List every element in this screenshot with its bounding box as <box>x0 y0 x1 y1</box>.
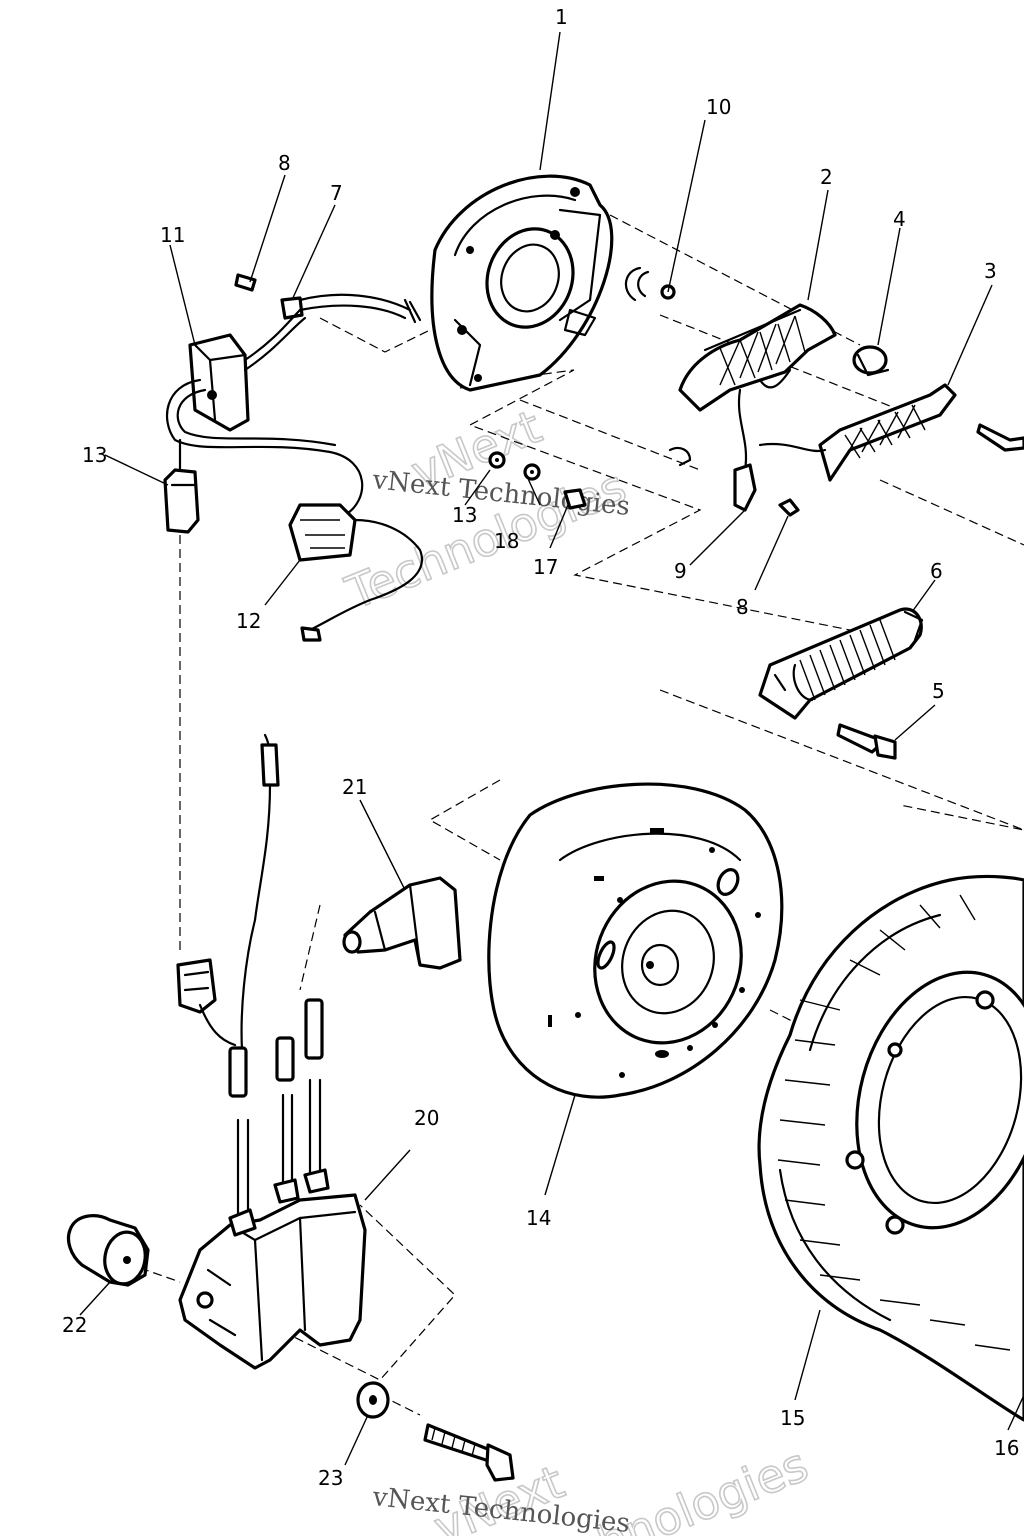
callout-10: 10 <box>706 95 731 119</box>
callout-6: 6 <box>930 559 943 583</box>
assembly-guide-lines <box>139 214 1024 1416</box>
callout-11: 11 <box>160 223 185 247</box>
part-16-leader <box>1007 1394 1024 1431</box>
callout-9: 9 <box>674 559 687 583</box>
leader-lines <box>464 31 993 613</box>
ignition-coil <box>178 1149 411 1370</box>
stator-base-plate <box>430 174 614 392</box>
callout-17: 17 <box>533 555 558 579</box>
callout-12: 12 <box>236 609 261 633</box>
callout-2: 2 <box>820 165 833 189</box>
callout-20: 20 <box>414 1106 439 1130</box>
callout-18: 18 <box>494 529 519 553</box>
connector-upper <box>104 454 200 534</box>
callout-labels: 1 2 3 4 5 6 7 8 8 9 10 11 12 13 13 14 15… <box>62 5 1019 1490</box>
callout-14: 14 <box>526 1206 551 1230</box>
watermark-bottom: vNext Technologies vNext Technologies <box>370 1436 816 1536</box>
callout-4: 4 <box>893 207 906 231</box>
callout-15: 15 <box>780 1406 805 1430</box>
small-screw-right <box>754 498 800 591</box>
spark-plug-cap <box>342 799 462 970</box>
wire-harness <box>166 378 364 517</box>
collar <box>66 1214 150 1316</box>
spacer <box>852 345 890 377</box>
regulator-unit <box>264 503 423 642</box>
tubes <box>228 998 324 1220</box>
callout-22: 22 <box>62 1313 87 1337</box>
wire-terminal <box>668 446 757 566</box>
callout-3: 3 <box>984 259 997 283</box>
lighting-coil <box>758 607 924 720</box>
cooling-fan <box>757 874 1024 1422</box>
retaining-clip <box>624 119 706 302</box>
screw-upper-right <box>976 423 1024 452</box>
washer-and-bolt <box>344 1381 515 1482</box>
watermark-top: vNext Technologies vNext Technologies <box>337 398 634 620</box>
pulser-coil <box>758 383 957 482</box>
wire-clamp <box>280 204 422 324</box>
flywheel <box>487 782 784 1196</box>
callout-8-right: 8 <box>736 595 749 619</box>
small-washers <box>488 451 587 549</box>
lower-connector <box>176 733 280 1052</box>
callout-13-center: 13 <box>452 503 477 527</box>
rectifier <box>169 244 307 432</box>
charge-coil <box>678 303 837 472</box>
callout-16: 16 <box>994 1436 1019 1460</box>
callout-5: 5 <box>932 679 945 703</box>
callout-21: 21 <box>342 775 367 799</box>
coil-bolt <box>836 704 936 760</box>
callout-1: 1 <box>555 5 568 29</box>
callout-8-top: 8 <box>278 151 291 175</box>
callout-13-left: 13 <box>82 443 107 467</box>
clamp-screw <box>234 174 286 292</box>
callout-7: 7 <box>330 181 343 205</box>
callout-23: 23 <box>318 1466 343 1490</box>
